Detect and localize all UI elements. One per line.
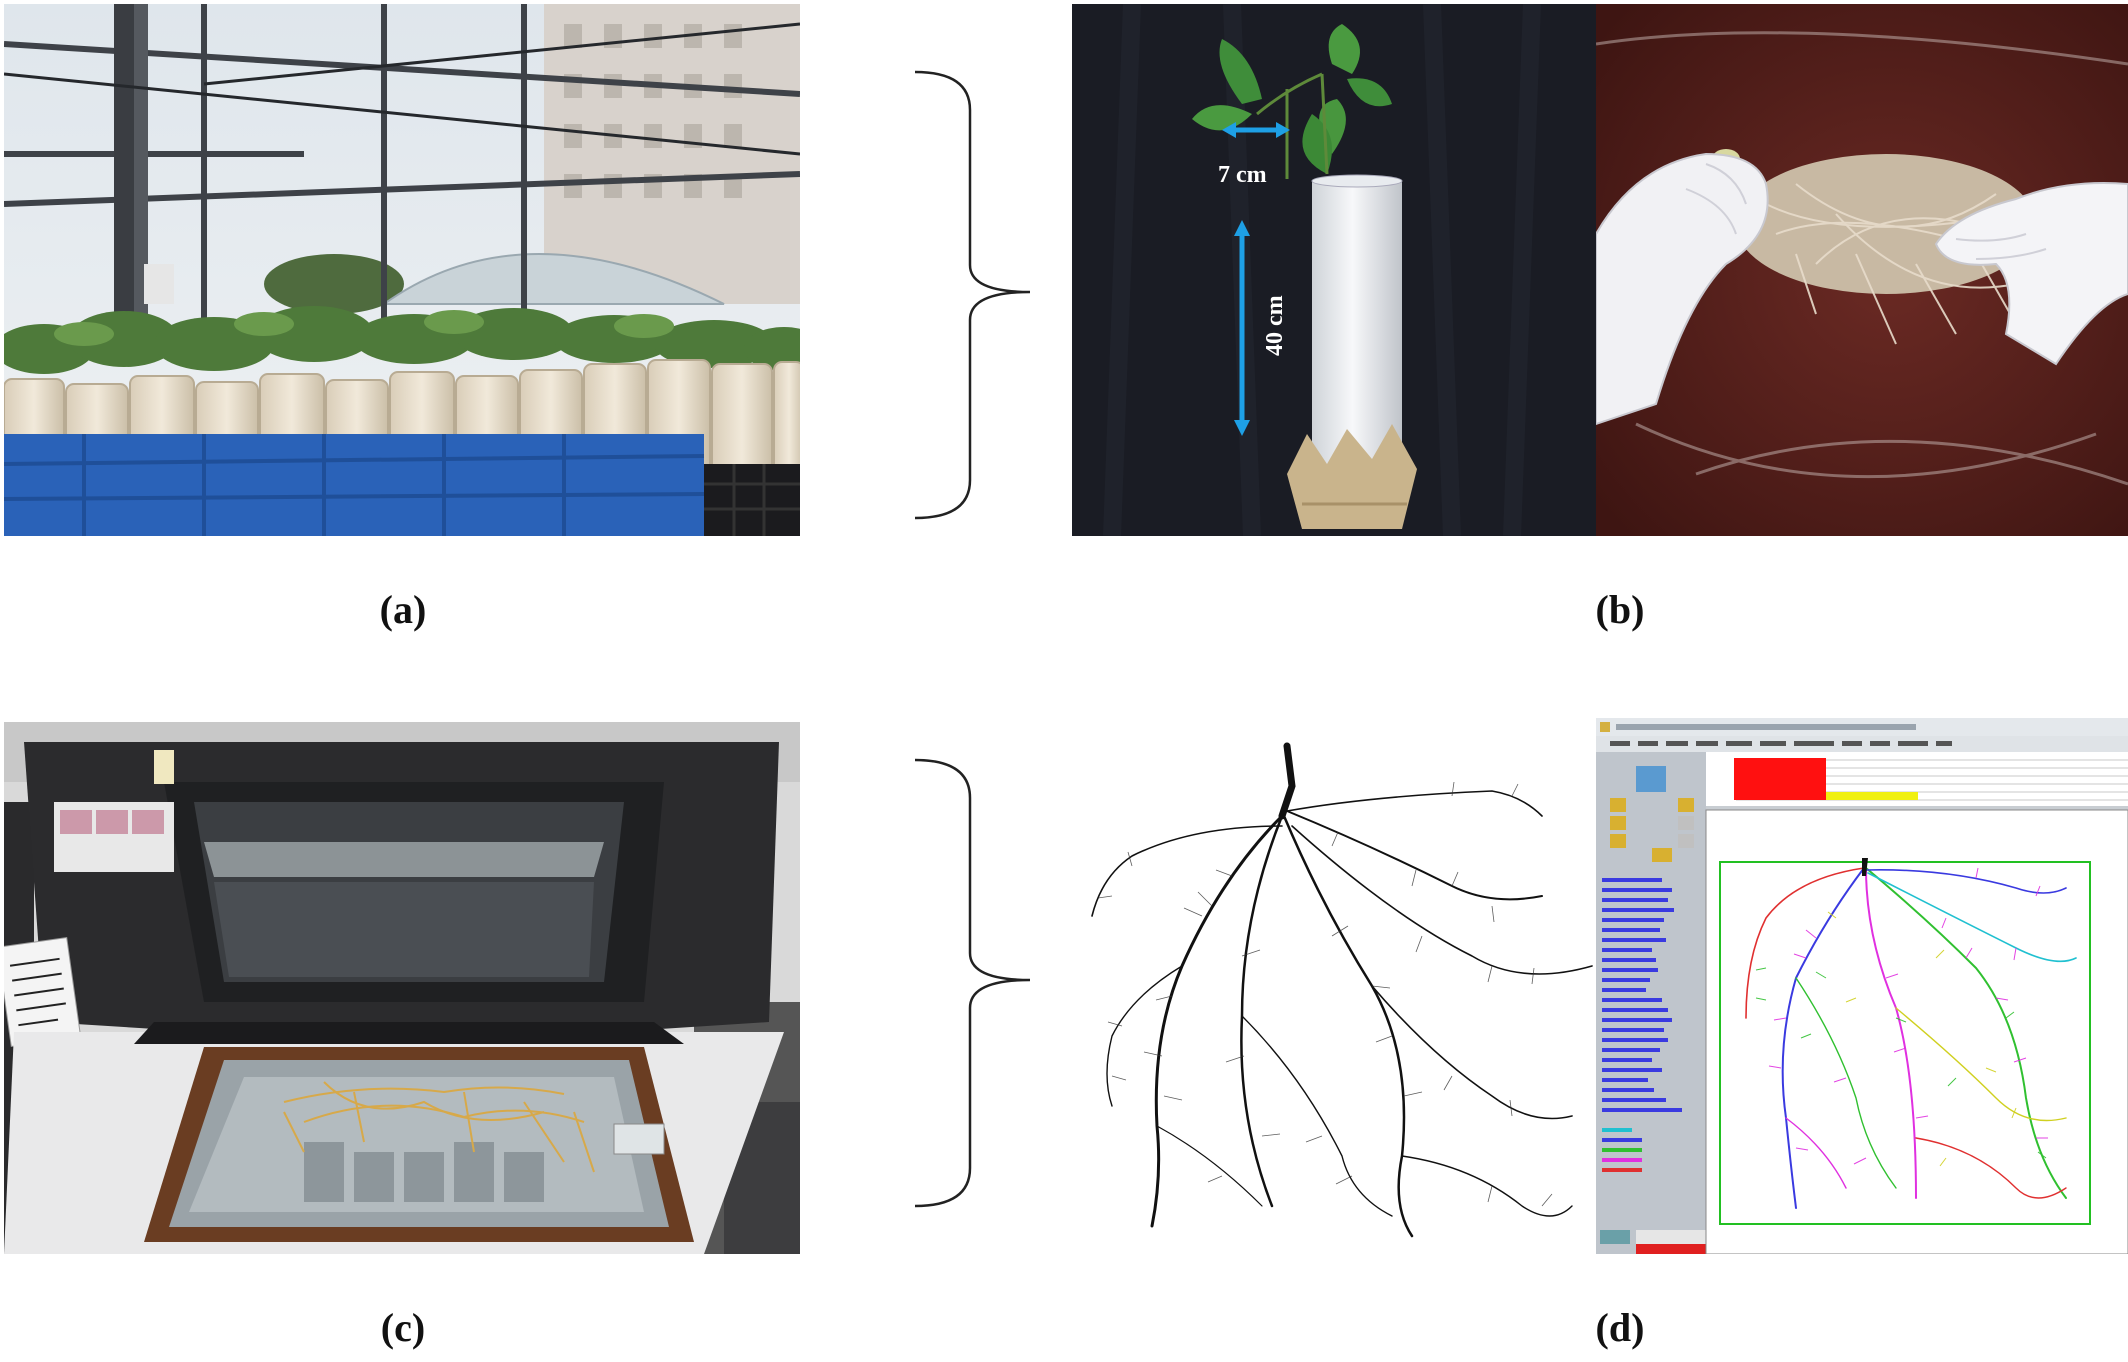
greenhouse-photo xyxy=(4,4,800,536)
brace-top xyxy=(914,70,1031,520)
caption-b: (b) xyxy=(1595,587,1645,632)
root-analysis-software-screen xyxy=(1596,718,2128,1254)
brace-bottom xyxy=(914,758,1031,1208)
caption-a: (a) xyxy=(379,587,427,632)
height-label: 40 cm xyxy=(1262,295,1288,356)
scanned-root-image xyxy=(1072,736,1596,1254)
root-washing-photo xyxy=(1596,4,2128,536)
width-label: 7 cm xyxy=(1218,162,1267,188)
caption-d: (d) xyxy=(1595,1305,1645,1350)
caption-c: (c) xyxy=(380,1305,426,1350)
flatbed-scanner-photo xyxy=(4,722,800,1254)
plant-tube-photo: 7 cm 40 cm xyxy=(1072,4,1596,536)
